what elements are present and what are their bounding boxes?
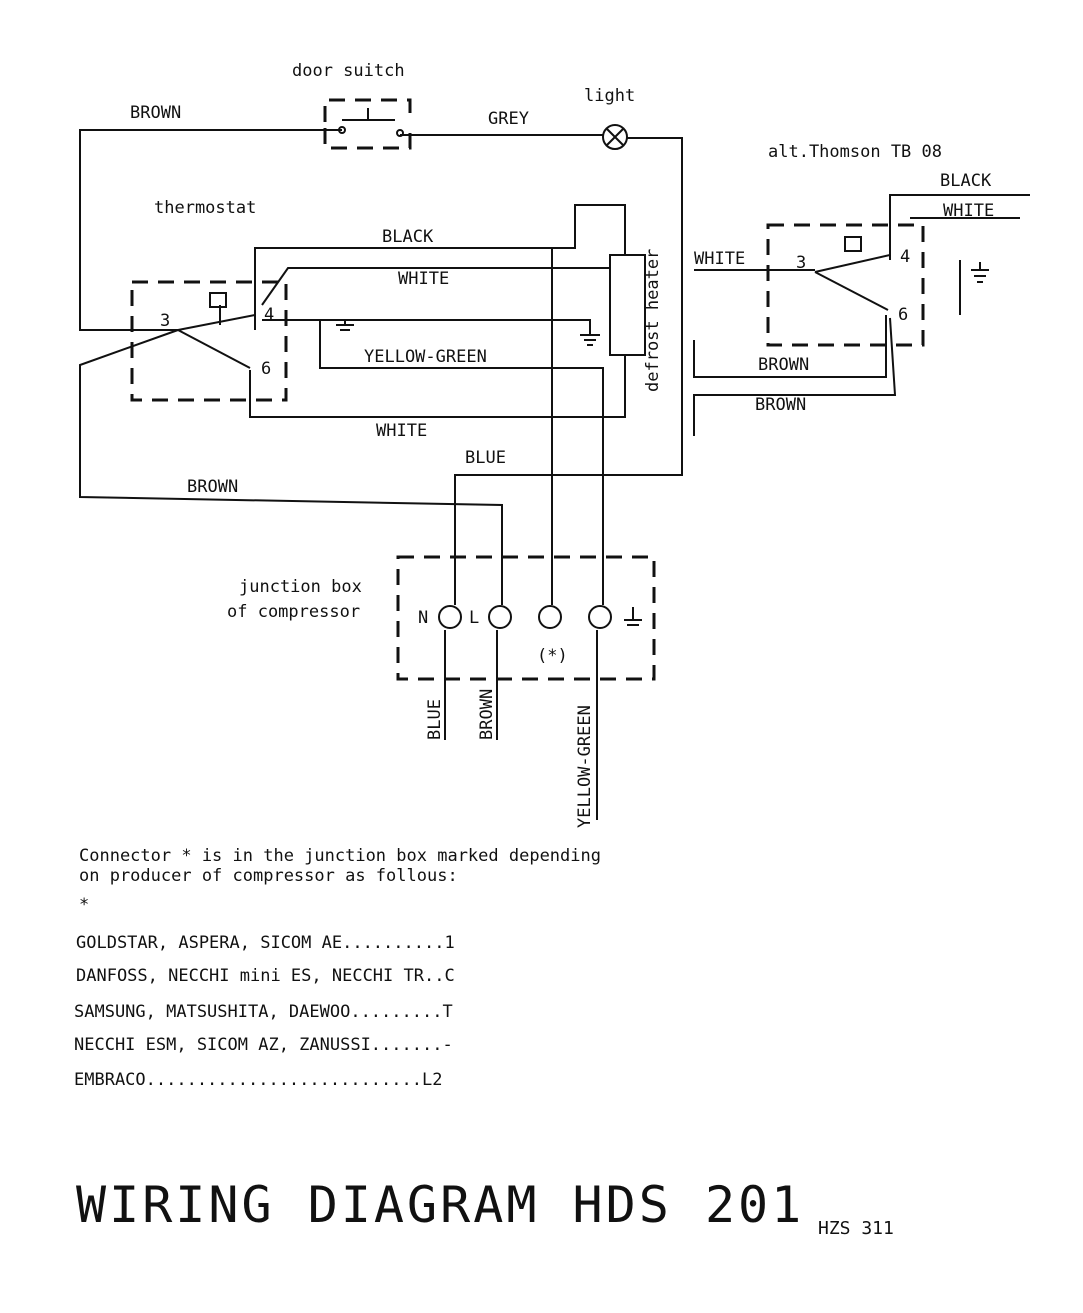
producer-row: GOLDSTAR, ASPERA, SICOM AE..........1 [76,933,455,953]
alt-contact [814,254,891,273]
defrost-heater-label: defrost heater [643,249,663,392]
alt-terminal-4-label: 4 [900,247,910,267]
white-wire-top [261,267,610,306]
door-switch-contact-left [338,126,346,134]
page-title: WIRING DIAGRAM HDS 201 [76,1176,805,1234]
junction-box-label-2: of compressor [227,602,360,622]
door-switch-contact-right [396,129,404,137]
terminal-4-label: 4 [264,305,274,325]
producer-row: NECCHI ESM, SICOM AZ, ZANUSSI.......- [74,1035,453,1055]
ground-icon [624,607,642,626]
door-switch-label: door suitch [292,61,405,81]
ground-icon [336,320,354,331]
alt-thermostat-box [766,223,925,347]
light-to-junction-wire [454,137,683,605]
wire-label-blue: BLUE [465,448,506,468]
wires [79,129,1030,820]
wire-label-black: BLACK [382,227,434,247]
defrost-heater [609,254,646,356]
producer-row: SAMSUNG, MATSUSHITA, DAEWOO.........T [74,1002,453,1022]
wire-label-white-bottom: WHITE [376,421,427,441]
thermostat-contact-lower [177,329,251,369]
wire-label-alt-brown-1: BROWN [758,355,809,375]
alt-terminal-6-label: 6 [898,305,908,325]
black-wire [254,204,626,330]
door-switch-outline [323,98,412,150]
labels: door suitch light BROWN GREY alt.Thomson… [130,61,994,828]
yellow-green-wire [319,320,604,605]
wire-label-white-top: WHITE [398,269,449,289]
alt-brown-wire-2 [693,317,897,436]
wire-label-brown-out: BROWN [477,689,497,740]
thermostat-sensor-icon [209,292,227,308]
terminal-star-label: (*) [537,646,568,666]
thermostat-box [130,280,288,402]
page-subtitle: HZS 311 [818,1218,894,1239]
alt-contact-lower [814,271,889,311]
white-wire-bottom [249,355,626,418]
wire-label-blue-out: BLUE [425,699,445,740]
wire-label-alt-brown-2: BROWN [755,395,806,415]
alt-black-wire [889,194,1030,260]
light-cross-2 [606,128,624,146]
thermostat-label: thermostat [154,198,256,218]
ground-icon [971,262,989,283]
star-marker: * [79,895,90,915]
light-label: light [584,86,635,106]
thermostat-contact [177,314,256,331]
terminal-l [488,605,512,629]
terminal-l-label: L [469,608,479,628]
junction-box [396,555,656,681]
terminal-3-label: 3 [160,311,170,331]
junction-box-label-1: junction box [239,577,362,597]
terminal-6-label: 6 [261,359,271,379]
wire-label-alt-white: WHITE [943,201,994,221]
terminal-n-label: N [418,608,428,628]
wire-label-alt-black: BLACK [940,171,992,191]
alt-thermostat-label: alt.Thomson TB 08 [768,142,942,162]
terminal-earth [588,605,612,629]
components [130,98,989,681]
alt-thermostat-sensor-icon [844,236,862,252]
earth-wire-thermostat [262,319,591,330]
wire-label-alt-white-in: WHITE [694,249,745,269]
light-bulb-icon [602,124,628,150]
wire-label-brown-top: BROWN [130,103,181,123]
ground-icon [580,330,600,346]
producer-row: EMBRACO...........................L2 [74,1070,443,1090]
wire-label-brown-left: BROWN [187,477,238,497]
producer-row: DANFOSS, NECCHI mini ES, NECCHI TR..C [76,966,455,986]
alt-terminal-3-label: 3 [796,253,806,273]
wire-label-yellow-green-out: YELLOW-GREEN [575,705,595,828]
terminal-star [538,605,562,629]
brown-wire-top [79,129,342,331]
wire-label-yellow-green: YELLOW-GREEN [364,347,487,367]
wire-label-grey: GREY [488,109,529,129]
thermostat-left-wire [79,329,503,605]
connector-note-line2: on producer of compressor as follous: [79,866,458,886]
terminal-n [438,605,462,629]
connector-note-line1: Connector * is in the junction box marke… [79,846,601,866]
